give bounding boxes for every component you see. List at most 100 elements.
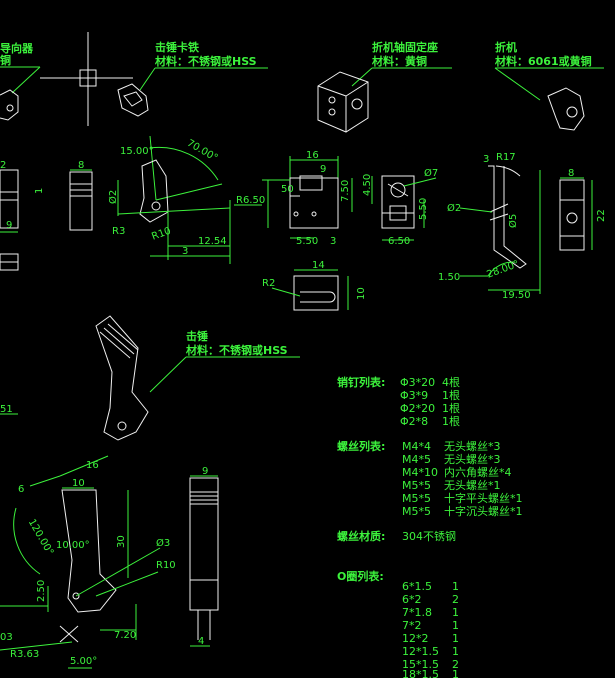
dim-o7: Ø7 — [424, 167, 438, 179]
pin-qty: 1根 — [442, 414, 460, 428]
screw-desc: 十字沉头螺丝*1 — [444, 504, 523, 518]
dim-o3: Ø3 — [156, 537, 170, 549]
left-partial-views: 2 9 1 — [0, 160, 45, 271]
dim-1: 1 — [34, 188, 45, 194]
oring-spec: 18*1.5 — [402, 668, 439, 678]
screw-spec: M5*5 — [402, 479, 431, 492]
dim-3c: 3 — [330, 236, 336, 247]
oring-spec: 7*2 — [402, 619, 422, 632]
screw-material: 螺丝材质: 304不锈钢 — [337, 529, 456, 543]
trigger-seat-front-view: 15.00° 70.00° R6.50 Ø2 R3 R10 12.54 3 — [107, 135, 265, 264]
dim-r2a: R2 — [262, 278, 275, 289]
dim-4: 4 — [198, 636, 204, 647]
oring-spec: 12*2 — [402, 632, 429, 645]
pin-qty: 1根 — [442, 401, 460, 415]
hammer-side-view: 9 4 — [189, 466, 219, 647]
guide-name: 导向器 — [0, 41, 34, 55]
dim-6: 6 — [18, 484, 24, 495]
dim-10b: 10 — [72, 478, 85, 489]
dim-8b: 8 — [568, 168, 574, 179]
folder-material: 材料：6061或黄铜 — [495, 54, 592, 68]
dim-r17: R17 — [496, 152, 516, 163]
oring-spec: 6*2 — [402, 593, 422, 606]
trigger-seat-part: 击锤卡铁 材料：不锈钢或HSS — [117, 40, 268, 117]
fold-seat-side-view: Ø7 4.50 5.50 6.50 — [362, 167, 438, 247]
dim-9c: 9 — [202, 466, 208, 477]
screw-material-value: 304不锈钢 — [402, 530, 456, 543]
angle-120: 120.00° — [26, 517, 56, 557]
oring-list: O圈列表: 6*1.5 1 6*2 2 7*1.8 1 7*2 1 12*2 1… — [337, 569, 459, 678]
fold-seat-top-view: 16 9 50 7.50 5.50 3 — [262, 150, 353, 247]
dim-550a: 5.50 — [296, 236, 318, 247]
oring-qty: 2 — [452, 658, 459, 671]
hammer-part: 击锤 材料：不锈钢或HSS — [95, 315, 300, 441]
angle-15: 15.00° — [120, 146, 154, 157]
oring-spec: 6*1.5 — [402, 580, 432, 593]
folder-side-view: 3 R17 Ø2 Ø5 1.50 28.00° 19.50 — [438, 152, 541, 301]
dim-1950: 19.50 — [502, 290, 531, 301]
dim-3b: 3 — [182, 246, 188, 257]
dim-650: 6.50 — [388, 236, 410, 247]
dim-720: 7.20 — [114, 630, 136, 641]
angle-28: 28.00° — [485, 259, 520, 281]
pin-list-title: 销钉列表: — [337, 375, 385, 389]
dim-03: 03 — [0, 632, 13, 643]
dim-o2b: Ø2 — [447, 202, 461, 214]
oring-spec: 7*1.8 — [402, 606, 432, 619]
dim-9a: 9 — [6, 220, 12, 231]
trigger-seat-side-view: 8 — [69, 160, 93, 231]
dim-o2a: Ø2 — [107, 190, 119, 204]
fold-seat-name: 折机轴固定座 — [372, 40, 438, 54]
screw-desc: 无头螺丝*3 — [444, 440, 501, 453]
screw-desc: 十字平头螺丝*1 — [444, 491, 523, 505]
dim-30: 30 — [116, 535, 127, 548]
dim-16b: 16 — [86, 460, 99, 471]
pin-spec: Φ3*20 — [400, 376, 435, 389]
hammer-material: 材料：不锈钢或HSS — [186, 343, 288, 357]
angle-5: 5.00° — [70, 656, 97, 667]
oring-qty: 1 — [452, 632, 459, 645]
dim-22: 22 — [596, 209, 607, 222]
dim-14: 14 — [312, 260, 325, 271]
dim-2: 2 — [0, 160, 6, 171]
dim-o5: Ø5 — [507, 214, 519, 228]
fold-seat-material: 材料：黄铜 — [372, 54, 427, 68]
fold-seat-part: 折机轴固定座 材料：黄铜 — [317, 40, 452, 133]
screw-list-title: 螺丝列表: — [337, 439, 385, 453]
oring-spec: 12*1.5 — [402, 645, 439, 658]
pin-spec: Φ2*8 — [400, 415, 428, 428]
dim-150: 1.50 — [438, 272, 460, 283]
dim-r10: R10 — [150, 226, 172, 243]
pin-spec: Φ3*9 — [400, 389, 428, 402]
folder-part: 折机 材料：6061或黄铜 — [494, 40, 604, 131]
pin-spec: Φ2*20 — [400, 402, 435, 415]
dim-r363: R3.63 — [10, 649, 39, 660]
oring-qty: 1 — [452, 668, 459, 678]
angle-70: 70.00° — [185, 138, 220, 164]
cursor-crosshair — [40, 32, 133, 126]
trigger-seat-name: 击锤卡铁 — [155, 40, 199, 54]
screw-spec: M5*5 — [402, 492, 431, 505]
dim-450: 4.50 — [362, 174, 373, 196]
hammer-name: 击锤 — [186, 329, 208, 343]
screw-desc: 无头螺丝*3 — [444, 453, 501, 466]
dim-250: 2.50 — [36, 580, 47, 602]
oring-qty: 1 — [452, 619, 459, 632]
oring-list-title: O圈列表: — [337, 569, 384, 583]
screw-desc: 无头螺丝*1 — [444, 479, 501, 492]
oring-qty: 1 — [452, 645, 459, 658]
screw-spec: M4*4 — [402, 440, 431, 453]
guide-material: 铜 — [0, 53, 11, 67]
trigger-seat-material: 材料：不锈钢或HSS — [155, 54, 257, 68]
oring-qty: 2 — [452, 593, 459, 606]
folder-end-view: 8 22 — [559, 168, 607, 251]
pin-qty: 4根 — [442, 375, 460, 389]
dim-51: 51 — [0, 404, 13, 415]
guide-part: 导向器 铜 — [0, 41, 41, 121]
screw-list: 螺丝列表: M4*4 无头螺丝*3 M4*5 无头螺丝*3 M4*10 内六角螺… — [337, 439, 523, 518]
screw-spec: M5*5 — [402, 505, 431, 518]
oring-qty: 1 — [452, 606, 459, 619]
dim-3d: 3 — [483, 154, 489, 165]
dim-r650: R6.50 — [236, 195, 265, 206]
